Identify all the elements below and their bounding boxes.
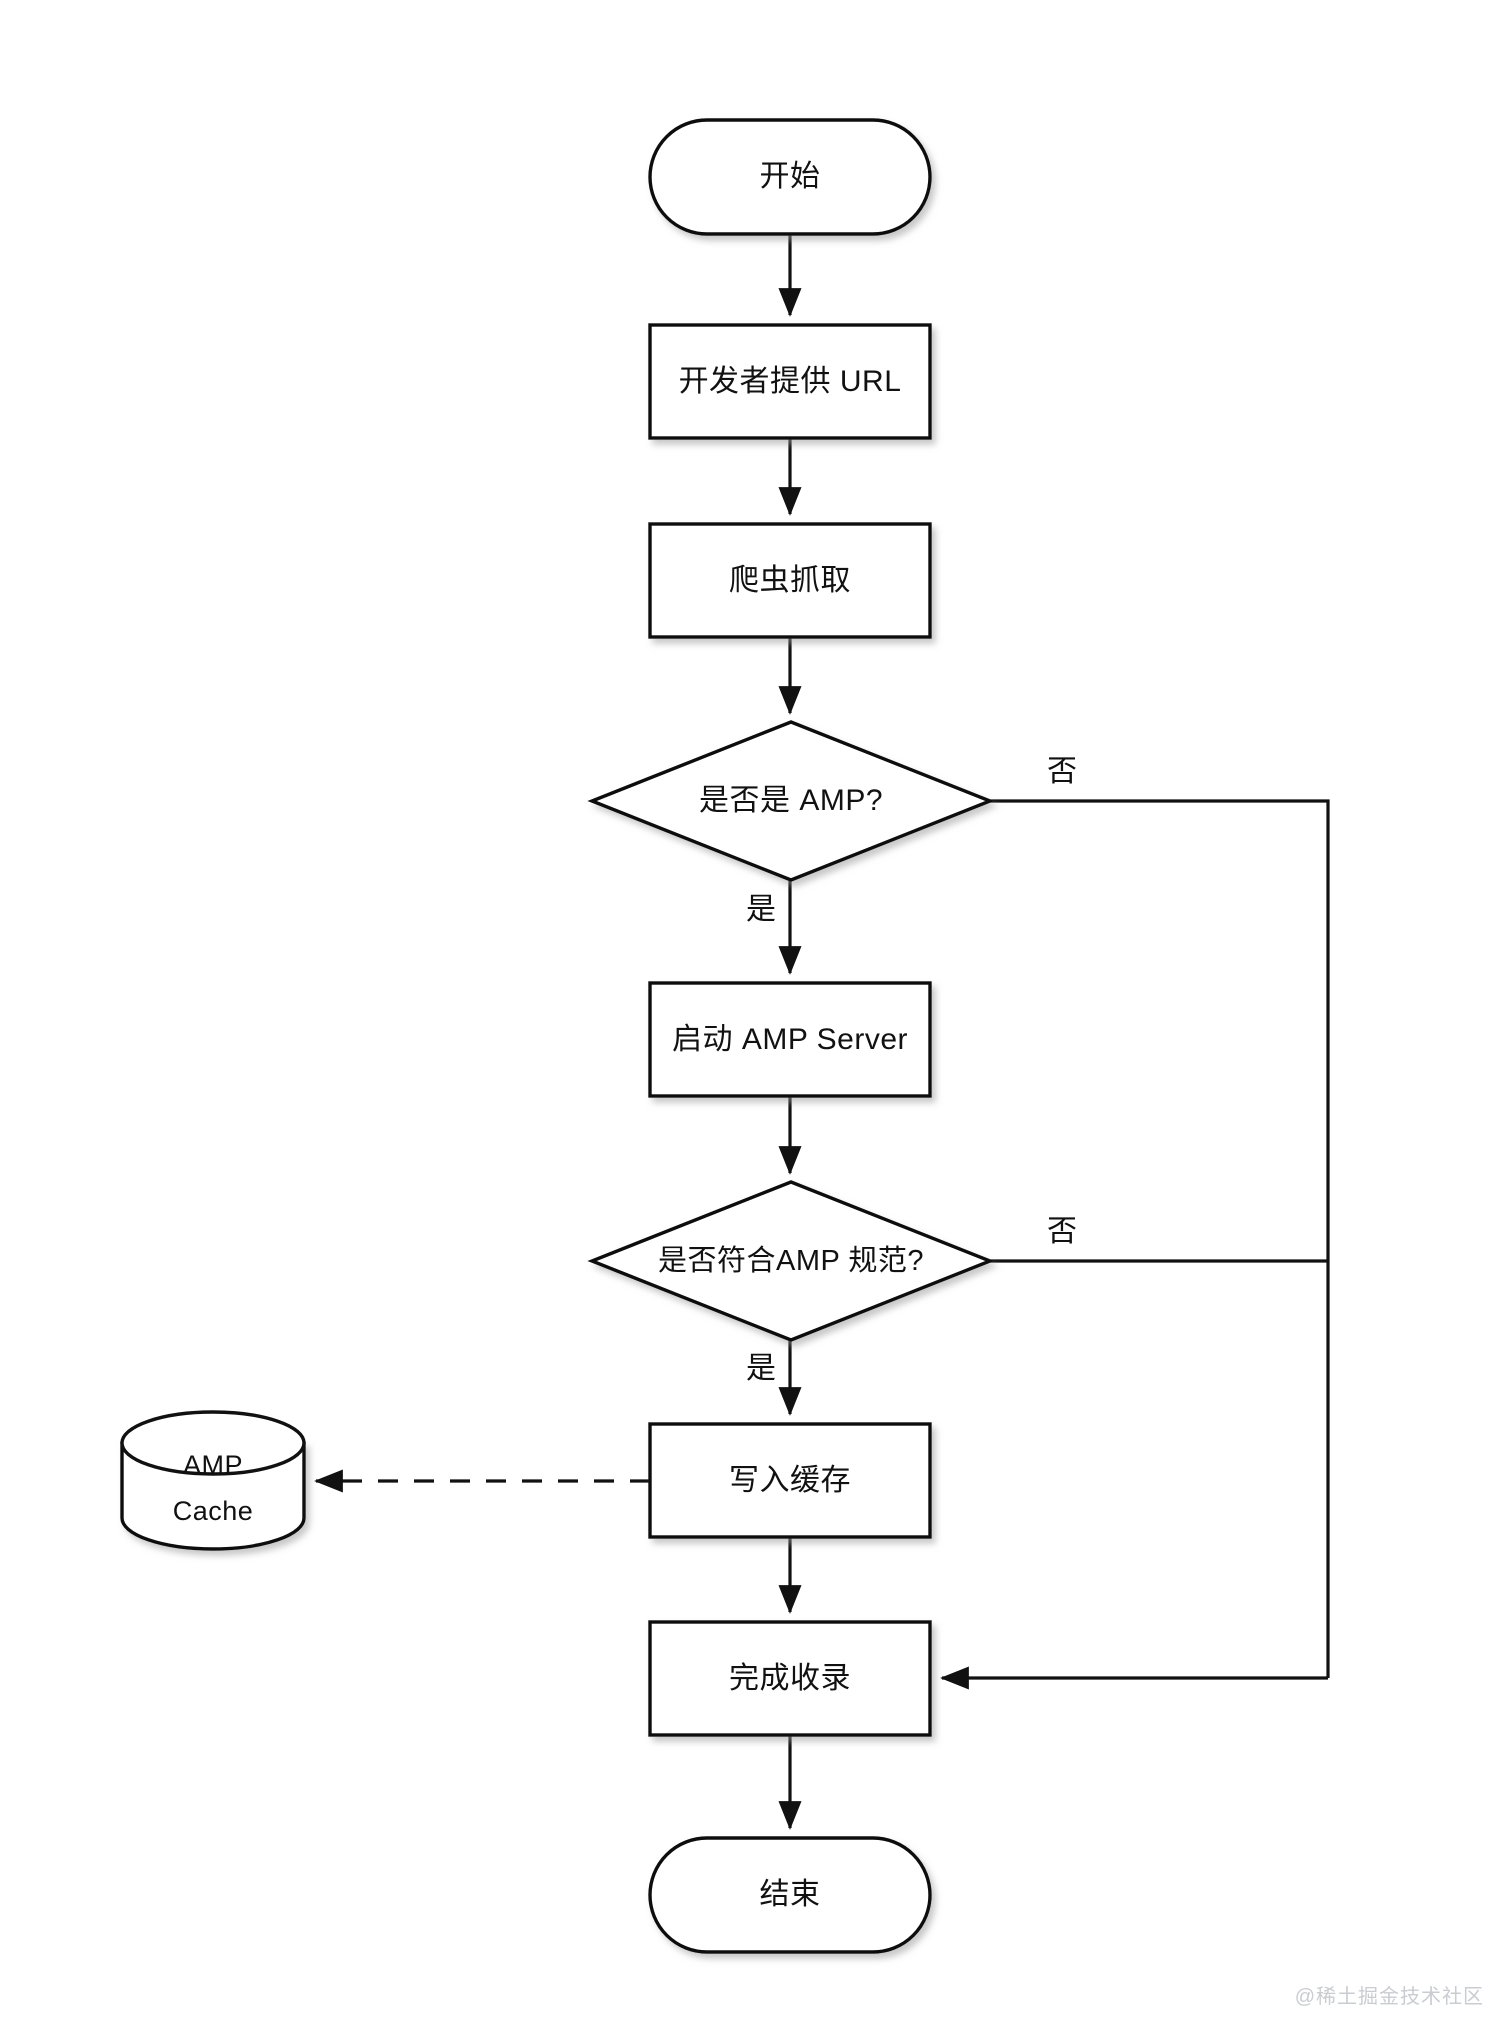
node-shape-crawl[interactable] [648, 522, 932, 639]
edge-label-no-top: 否 [1047, 755, 1077, 788]
edge-isamp-no-bypass [990, 799, 1330, 1678]
edge-label-no-bottom: 否 [1047, 1215, 1077, 1248]
node-shape-writecache[interactable] [648, 1422, 932, 1539]
node-shape-isamp[interactable] [587, 720, 995, 882]
node-shape-end[interactable] [648, 1836, 932, 1954]
node-shape-devurl[interactable] [648, 323, 932, 440]
watermark: @稀土掘金技术社区 [1294, 1986, 1484, 2008]
node-shape-indexed[interactable] [648, 1620, 932, 1737]
edge-label-yes-top: 是 [746, 893, 776, 926]
node-shape-start[interactable] [648, 118, 932, 236]
node-shape-isvalid[interactable] [587, 1180, 995, 1342]
node-shape-ampserver[interactable] [648, 981, 932, 1098]
node-shape-ampcache-top [120, 1410, 306, 1476]
edge-label-yes-bottom: 是 [746, 1352, 776, 1385]
